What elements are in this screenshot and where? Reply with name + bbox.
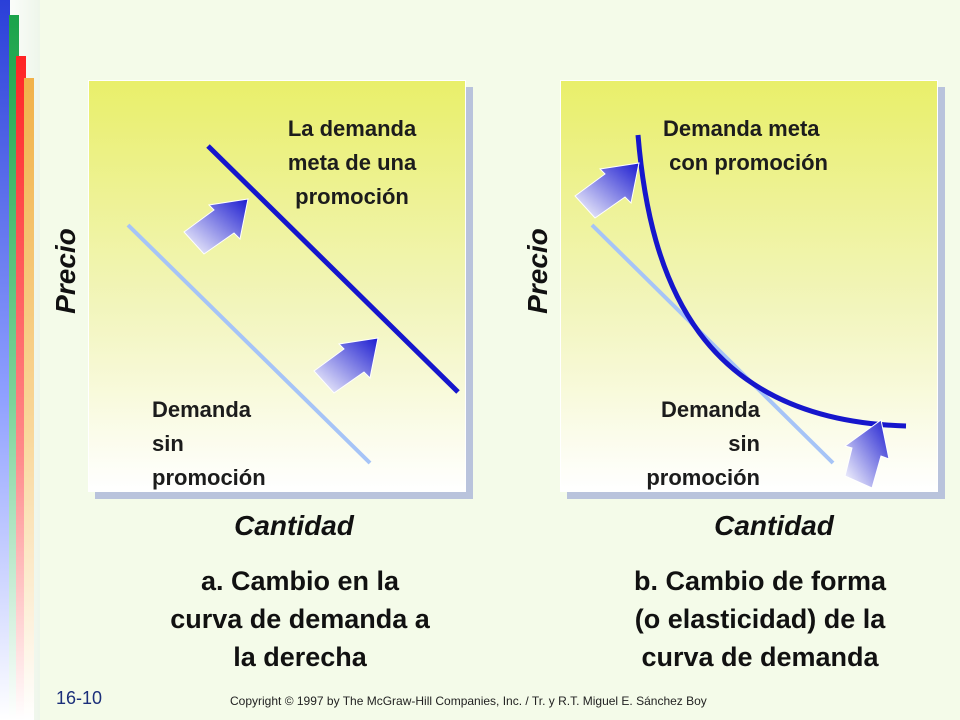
panel-a-base-demand-line [126,223,372,465]
panel-a-y-axis-label: Precio [50,228,81,314]
panel-a-shift-arrow-top [183,198,249,255]
panel-a-shift-arrow-bottom [313,337,379,394]
panel-b-base-label: Demanda sin promoción [646,397,760,490]
panel-b-shift-arrow-top [574,162,640,219]
decorative-bar-orange [24,78,34,720]
panel-b-caption: b. Cambio de forma (o elasticidad) de la… [633,566,887,672]
copyright-text: Copyright © 1997 by The McGraw-Hill Comp… [230,694,707,708]
decorative-bar-blue [0,0,10,720]
panel-b-target-demand-curve [635,134,907,429]
panel-b-y-axis-label: Precio [522,228,553,314]
panel-a [88,80,466,492]
slide-number: 16-10 [56,688,103,708]
panel-a-x-axis-label: Cantidad [234,510,354,541]
panel-a-caption: a. Cambio en la curva de demanda a la de… [170,566,430,672]
panel-b-target-label: Demanda meta con promoción [663,116,828,175]
panel-b-shift-arrow-bottom [843,419,890,489]
panel-a-target-demand-line [206,144,460,394]
panel-a-base-label: Demanda sin promoción [152,397,266,490]
decorative-bar-green [9,15,19,720]
panel-b-base-demand-line [590,223,835,465]
decorative-bar-red [16,56,26,720]
panel-a-target-label: La demanda meta de una promoción [287,116,417,209]
panel-b-x-axis-label: Cantidad [714,510,834,541]
